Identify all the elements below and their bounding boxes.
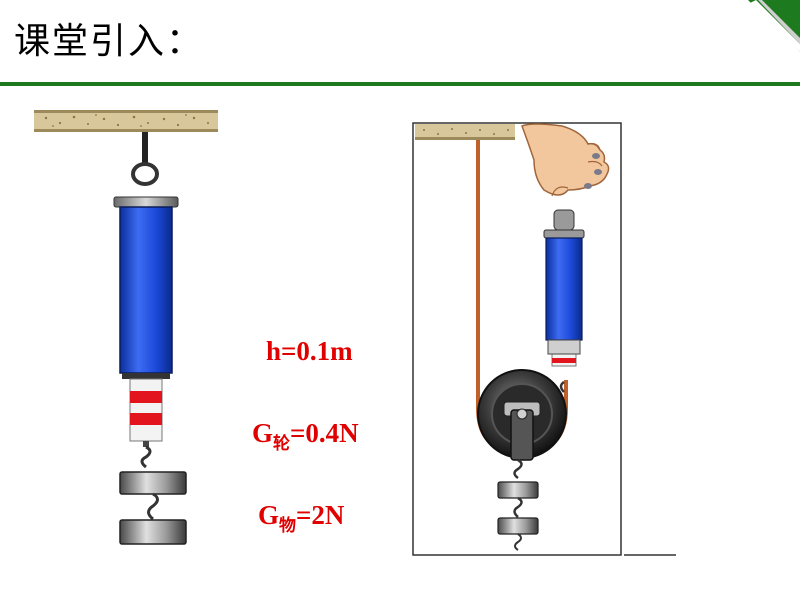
ceiling bbox=[415, 124, 515, 140]
weight-top bbox=[119, 471, 187, 521]
title-divider bbox=[0, 82, 800, 86]
object-weight-symbol: G bbox=[258, 500, 280, 530]
weight-bottom bbox=[119, 519, 187, 545]
object-weight-subscript: 物 bbox=[279, 516, 297, 535]
height-label: h=0.1m bbox=[266, 336, 353, 366]
hand-icon bbox=[521, 123, 610, 197]
spring-scale-diagram bbox=[34, 110, 218, 545]
wheel-weight-symbol: G bbox=[252, 418, 274, 448]
weight-bottom bbox=[497, 517, 539, 551]
weight-top bbox=[497, 481, 539, 518]
scale-rod bbox=[129, 378, 163, 442]
spring-scale bbox=[543, 209, 585, 393]
slide-title: 课堂引入： bbox=[14, 21, 205, 62]
wheel-weight-value: =0.4N bbox=[290, 418, 359, 448]
page-curl-icon bbox=[748, 0, 800, 52]
pulley bbox=[477, 369, 567, 461]
wheel-weight-subscript: 轮 bbox=[273, 434, 291, 453]
object-weight-value: =2N bbox=[296, 500, 345, 530]
object-weight-label: G物=2N bbox=[258, 500, 345, 535]
movable-pulley-diagram bbox=[412, 122, 676, 556]
ceiling bbox=[34, 110, 218, 132]
wheel-weight-label: G轮=0.4N bbox=[252, 418, 359, 453]
